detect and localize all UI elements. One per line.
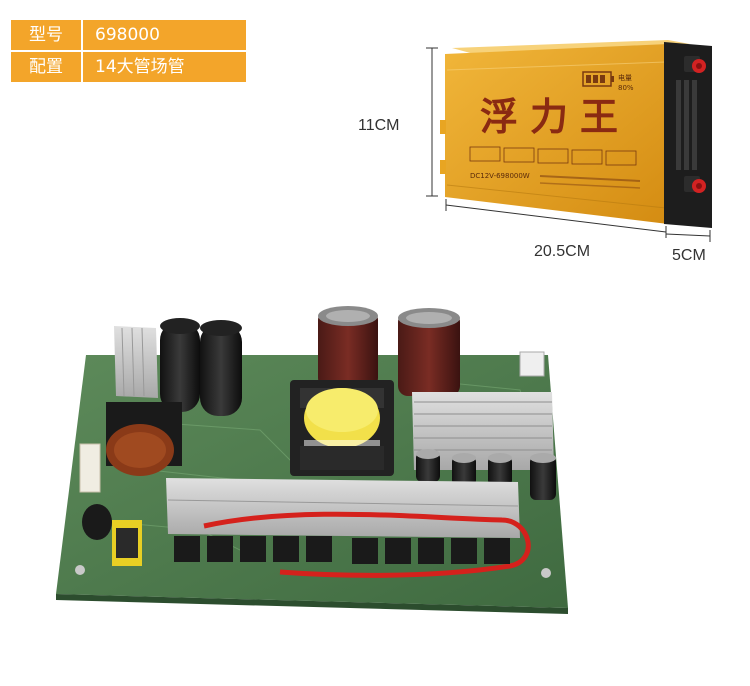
inverter-box: 电量 80% 浮力王 DC12V-698000W [440,40,712,228]
spec-row-config: 配置 14大管场管 [11,52,246,82]
small-yellow-transformer [112,520,142,566]
spec-key-model: 型号 [11,20,81,50]
width-dimension-line [445,204,667,233]
width-dimension-label: 20.5CM [534,243,591,260]
depth-dimension-line [665,233,711,237]
mounting-hole-right [541,568,551,578]
feature-badges [469,146,637,166]
depth-dimension-label: 5CM [672,247,706,264]
vent-slots [676,80,697,170]
mosfet-row [174,536,510,564]
brown-capacitor-2 [398,308,460,396]
height-dimension-label: 11CM [358,117,400,134]
small-capacitors [416,449,556,500]
spec-value-model: 698000 [83,20,246,50]
battery-value: 80% [618,84,634,92]
mounting-hole-left [75,565,85,575]
red-wire [203,511,531,578]
terminal-top [684,56,706,73]
black-capacitor-2 [200,320,242,416]
box-brand-title: 浮力王 [480,94,630,139]
inductor-left [106,402,182,476]
spec-key-config: 配置 [11,52,81,82]
white-resistor [79,443,101,493]
circuit-board [56,306,568,614]
board-connector [519,351,545,377]
box-model-strip: DC12V-698000W [470,172,530,180]
small-heatsink [114,326,158,398]
battery-indicator: 电量 80% [582,71,634,92]
spec-value-config: 14大管场管 [83,52,246,82]
black-toroid [82,504,112,540]
black-capacitor-1 [160,318,200,412]
spec-table: 型号 698000 配置 14大管场管 [11,20,246,84]
spec-row-model: 型号 698000 [11,20,246,50]
terminal-bottom [684,176,706,193]
battery-label: 电量 [618,73,632,82]
yellow-transformer [290,380,394,476]
long-heat-bar [166,478,520,538]
right-heatsink [412,392,554,470]
box-top [452,40,690,54]
dimension-lines [426,47,711,242]
brown-capacitor-1 [318,306,378,388]
